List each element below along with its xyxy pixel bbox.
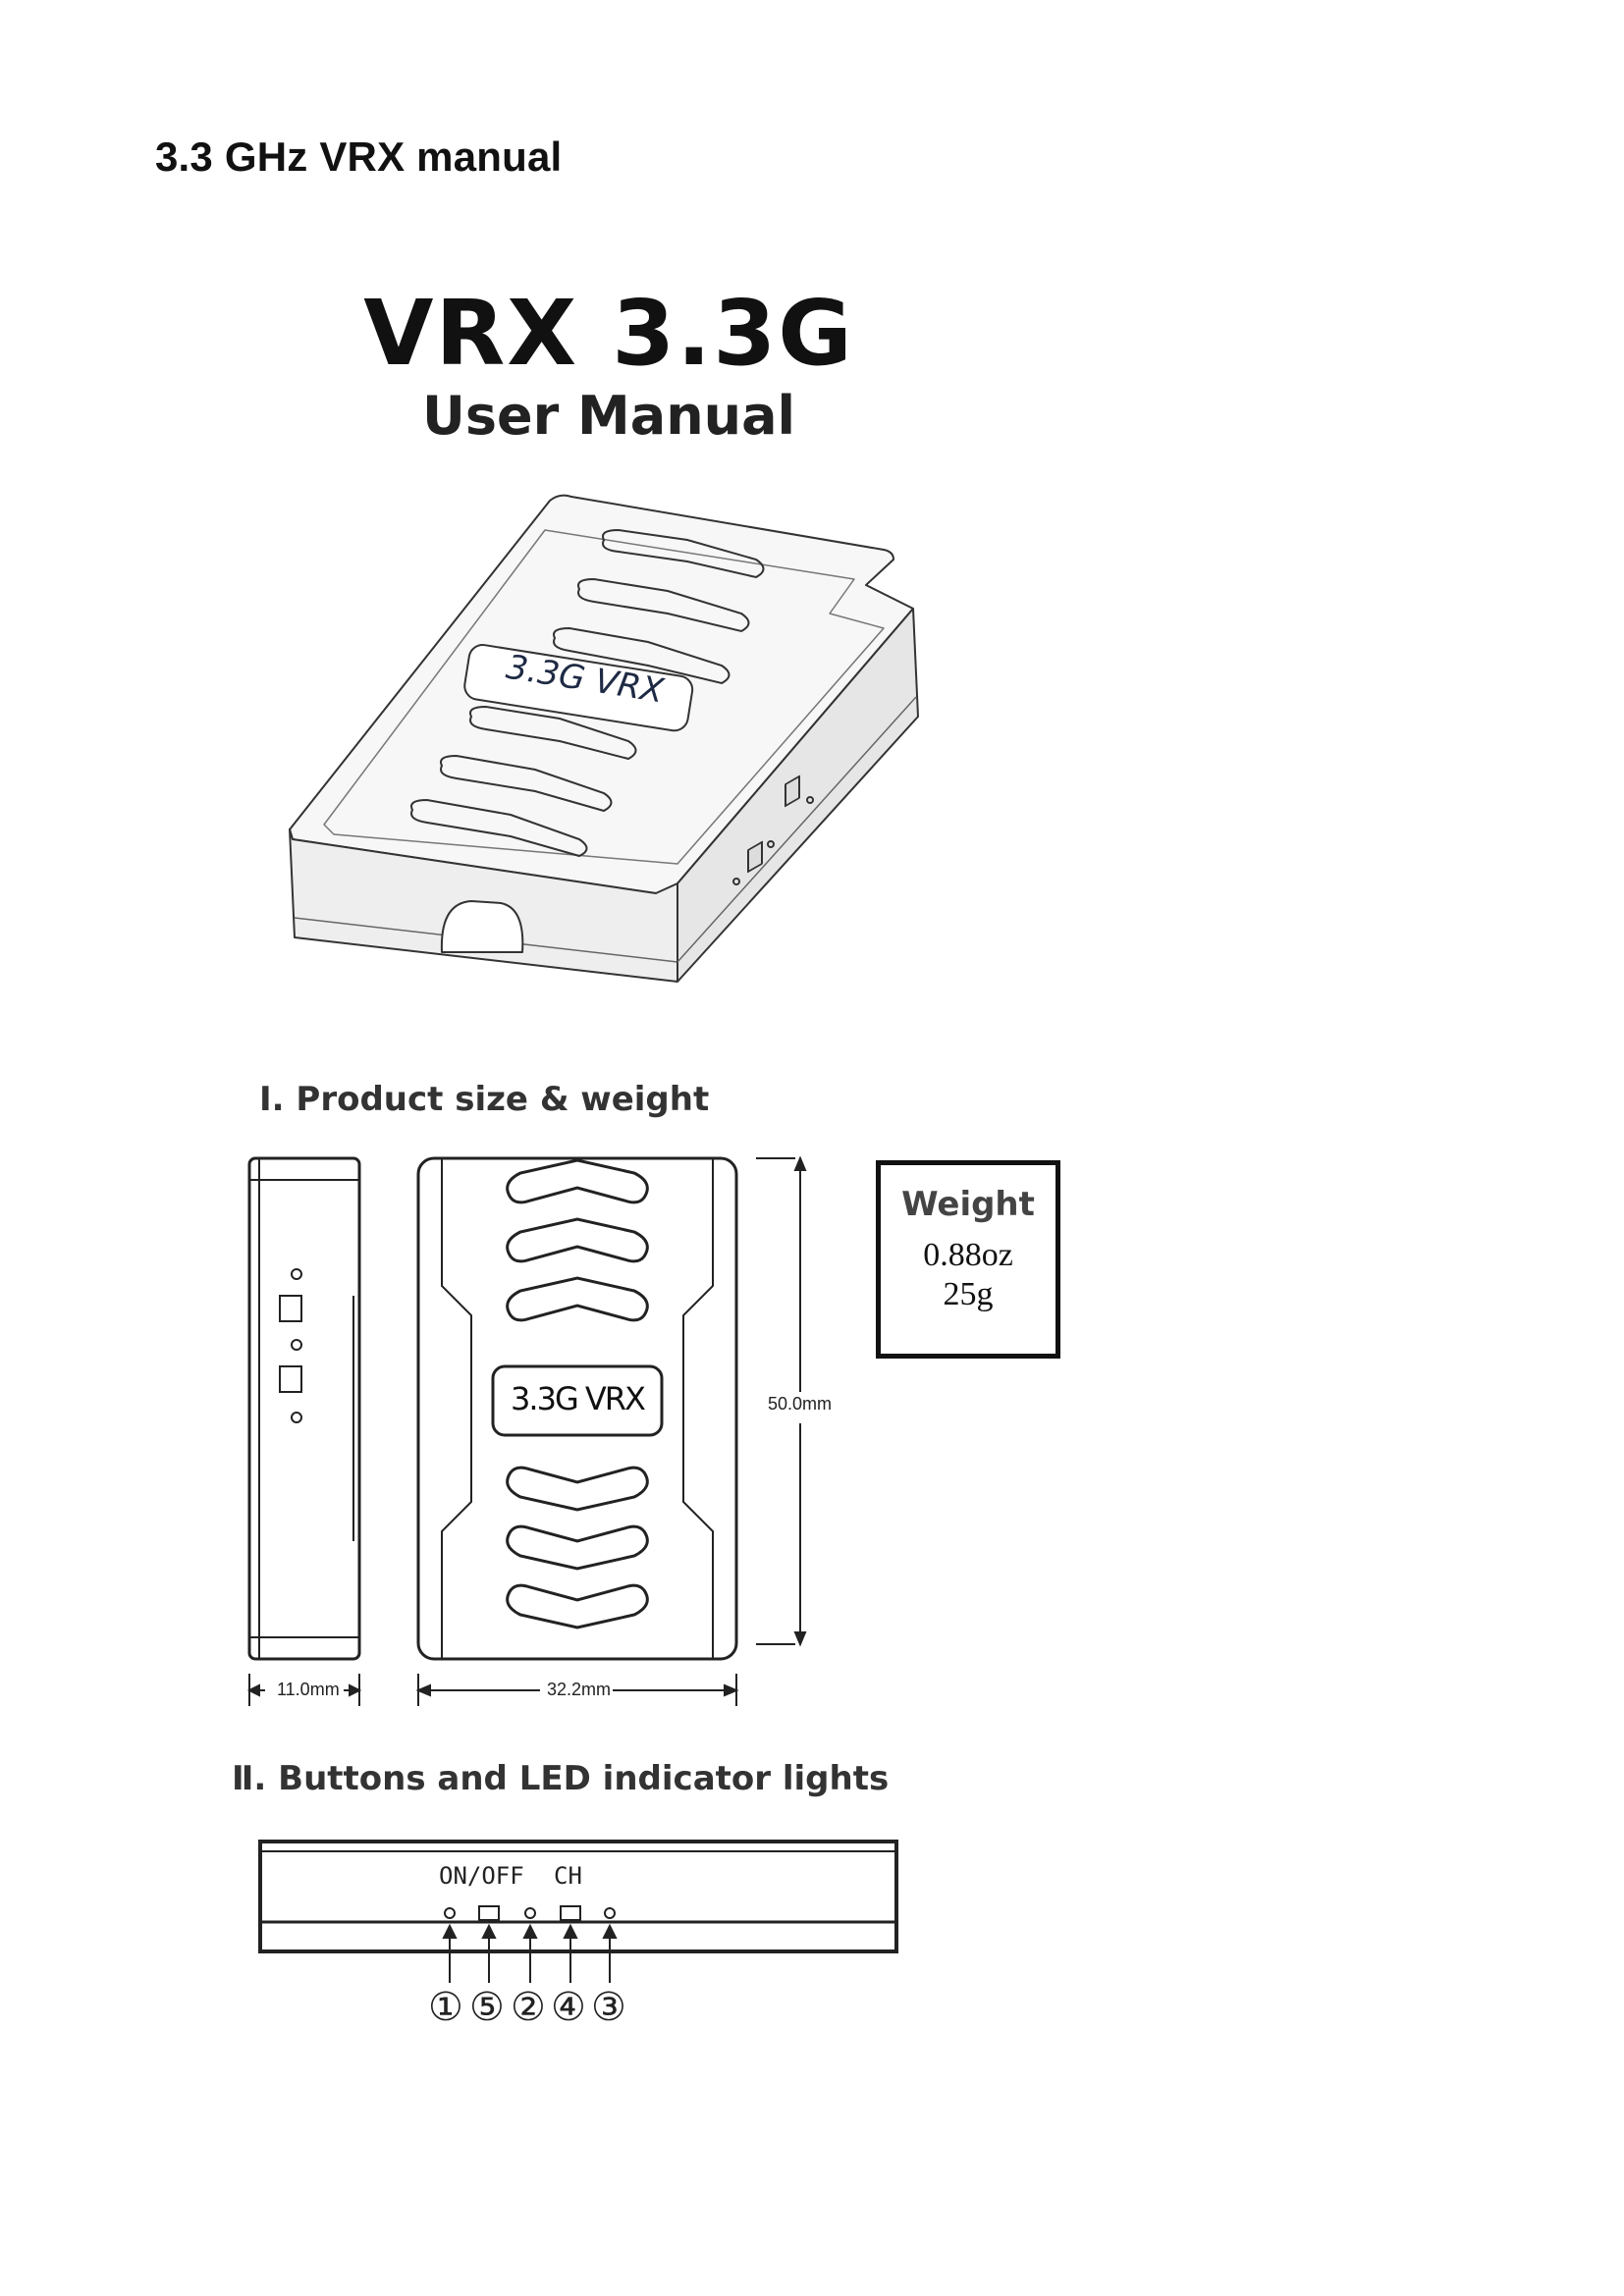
dimension-depth: 11.0mm bbox=[275, 1680, 342, 1700]
weight-box: Weight 0.88oz 25g bbox=[876, 1160, 1060, 1359]
button-ch bbox=[560, 1905, 581, 1921]
marker-1: ① bbox=[428, 1985, 463, 2030]
led-1 bbox=[444, 1907, 456, 1919]
label-on-off: ON/OFF bbox=[439, 1862, 524, 1890]
weight-grams: 25g bbox=[943, 1276, 994, 1312]
label-ch: CH bbox=[554, 1862, 582, 1890]
dimension-height: 50.0mm bbox=[768, 1392, 833, 1416]
manual-heading: VRX 3.3G bbox=[363, 281, 854, 386]
dimension-width: 32.2mm bbox=[545, 1680, 614, 1700]
weight-ounces: 0.88oz bbox=[923, 1237, 1013, 1273]
front-view-drawing bbox=[415, 1155, 807, 1706]
device-isometric-illustration bbox=[289, 494, 919, 983]
manual-subheading: User Manual bbox=[421, 385, 796, 447]
led-3 bbox=[604, 1907, 616, 1919]
device-label-plate bbox=[463, 644, 694, 732]
marker-3: ③ bbox=[591, 1985, 626, 2030]
document-title: 3.3 GHz VRX manual bbox=[155, 133, 563, 180]
marker-2: ② bbox=[511, 1985, 546, 2030]
front-view-label: 3.3G VRX bbox=[511, 1380, 646, 1417]
button-panel-drawing bbox=[258, 1840, 898, 1983]
marker-4: ④ bbox=[551, 1985, 586, 2030]
led-2 bbox=[524, 1907, 536, 1919]
side-view-drawing bbox=[246, 1156, 362, 1706]
weight-label: Weight bbox=[901, 1185, 1035, 1224]
marker-5: ⑤ bbox=[469, 1985, 505, 2030]
section-buttons-leds-title: Ⅱ. Buttons and LED indicator lights bbox=[232, 1759, 890, 1798]
section-size-weight-title: Ⅰ. Product size & weight bbox=[259, 1080, 710, 1119]
button-on-off bbox=[478, 1905, 500, 1921]
